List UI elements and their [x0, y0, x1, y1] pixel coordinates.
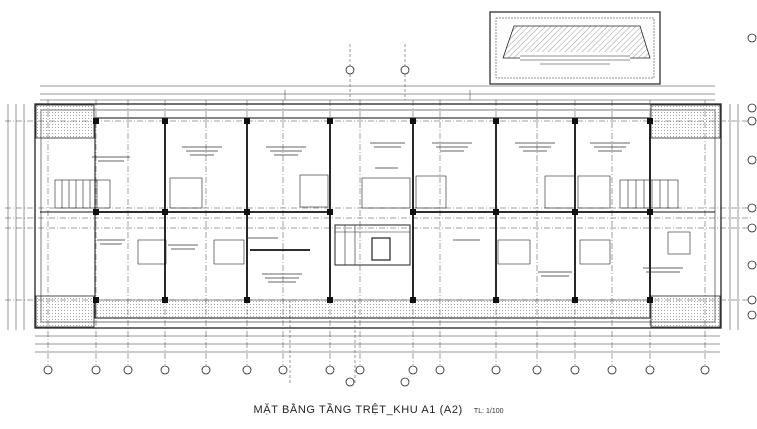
drawing-scale: TL: 1/100 — [473, 408, 504, 415]
structural-columns — [93, 118, 653, 303]
stairs-and-restrooms — [54, 174, 691, 266]
grid-lines-vertical — [47, 100, 706, 365]
side-dimension-lines — [7, 104, 739, 330]
drawing-title: MẶT BẰNG TẦNG TRỆT_KHU A1 (A2) — [253, 404, 463, 416]
room-label-marks — [92, 142, 683, 283]
roof-plan-inset — [489, 11, 661, 85]
interior-walls — [40, 122, 715, 300]
grid-axis-bubbles — [43, 33, 757, 387]
bottom-dimension-lines — [35, 300, 720, 385]
building-outline — [34, 103, 722, 329]
grid-lines-horizontal — [5, 120, 752, 301]
drawing-caption: MẶT BẰNG TẦNG TRỆT_KHU A1 (A2) TL: 1/100 — [0, 398, 757, 417]
